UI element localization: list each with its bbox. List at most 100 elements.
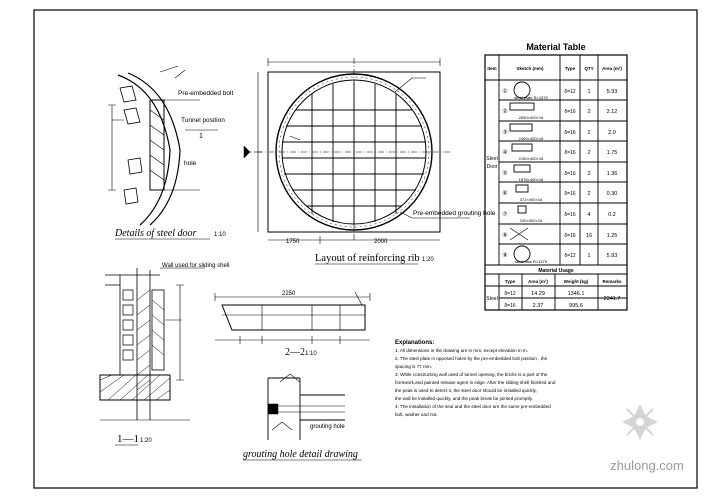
dim-1750: 1750 <box>286 239 300 245</box>
explanation-line: formwork,and painted release agent in ed… <box>395 380 556 385</box>
material-row-type: δ=16 <box>564 150 575 156</box>
material-row-sketch: 372×400×16 <box>520 197 543 202</box>
explanation-line: 4. The installation of the seal and the … <box>395 404 551 409</box>
explanation-line: 3. While constructing wall used of tunne… <box>395 372 548 377</box>
wall-used-label: Wall used for sliding shell <box>162 263 229 269</box>
material-row-sketch: 2400×400×16 <box>519 136 544 141</box>
material-table-title: Material Table <box>526 42 585 52</box>
material-row-area: 1.36 <box>607 171 618 177</box>
material-row-type: δ=12 <box>564 89 575 95</box>
material-row-type: δ=16 <box>564 212 575 218</box>
section-1-1-title: 1—1 <box>117 433 139 445</box>
zhulong-logo <box>622 404 658 440</box>
material-usage-group: Steel <box>486 296 497 302</box>
material-row-no: ② <box>502 108 507 115</box>
material-row-area: 2.12 <box>607 109 618 115</box>
explanation-line: spacing is 77 mm. <box>395 364 432 369</box>
steel-door-detail <box>108 65 218 226</box>
material-row-no: ⑧ <box>502 232 507 239</box>
material-row-sketch: steel plate R=1375 <box>514 95 548 100</box>
steel-door-scale: 1:10 <box>214 232 226 238</box>
material-row-area: 0.30 <box>607 191 618 197</box>
explanation-line: bolt, washer and nut. <box>395 412 438 417</box>
explanation-line: 1. All dimensions in the drawing are in … <box>395 348 528 353</box>
material-row-area: 0.2 <box>608 212 616 218</box>
explanation-line: the peak is used to detect it, the steel… <box>395 388 537 393</box>
hole-label: hole <box>184 160 197 167</box>
material-row-sketch: 1676×400×16 <box>519 177 544 182</box>
material-usage-title: Material Usage <box>538 268 574 274</box>
explanations-block: Explanations: 1. All dimensions in the dr… <box>395 340 556 417</box>
material-usage-type: δ=12 <box>504 291 515 297</box>
grouting-hole-drawing <box>267 373 345 440</box>
material-row-no: ⑨ <box>502 252 507 259</box>
material-row-no: ⑥ <box>502 190 507 197</box>
material-row-type: δ=16 <box>564 171 575 177</box>
material-row-area: 5.93 <box>607 89 618 95</box>
section-2-2-scale: 1:10 <box>305 351 317 357</box>
material-group-label: Steel <box>486 156 497 162</box>
watermark-text: zhulong.com <box>610 458 684 473</box>
dim-2250: 2250 <box>282 291 296 297</box>
section-2-2-drawing <box>214 291 371 344</box>
material-usage-header: Remarks <box>602 279 622 284</box>
sheet-border <box>33 9 698 489</box>
material-usage-weight: 1346.1 <box>568 291 585 297</box>
material-row-sketch: 100×400×16 <box>520 218 543 223</box>
material-row-qty: 2 <box>587 191 590 197</box>
material-usage-type: δ=16 <box>504 303 515 309</box>
material-row-no: ④ <box>502 149 507 156</box>
material-usage-header: Area (m²) <box>528 279 548 284</box>
material-row-no: ① <box>502 88 507 95</box>
material-row-sketch: 2650×400×16 <box>519 115 544 120</box>
explanation-line: the wall be installed quickly, and the p… <box>395 396 533 401</box>
material-row-qty: 4 <box>587 212 590 218</box>
material-usage-header: Weight (kg) <box>564 279 589 284</box>
material-usage-area: 14.29 <box>531 291 545 297</box>
material-row-area: 1.75 <box>607 150 618 156</box>
material-row-type: δ=16 <box>564 191 575 197</box>
steel-door-title: Details of steel door <box>114 228 196 239</box>
material-row-qty: 2 <box>587 109 590 115</box>
reinforcing-title: Layout of reinforcing rib <box>315 253 420 264</box>
reinforcing-scale: 1:20 <box>422 257 434 263</box>
pre-embedded-grouting-hole-label: Pre-embedded grouting hole <box>413 210 496 217</box>
material-row-qty: 2 <box>587 171 590 177</box>
material-group-label: Door <box>487 164 498 170</box>
material-row-qty: 1 <box>587 89 590 95</box>
material-row-type: δ=12 <box>564 253 575 259</box>
material-row-qty: 1 <box>587 253 590 259</box>
material-usage-remarks: 2341.7 <box>604 296 621 302</box>
material-usage-area: 2.37 <box>533 303 544 309</box>
material-table-header: Type <box>565 66 576 71</box>
material-table-header: Sketch (mm) <box>516 66 544 71</box>
reinforcing-rib-layout <box>243 58 470 244</box>
material-table-header: Item <box>487 66 496 71</box>
material-table <box>484 54 628 311</box>
material-row-type: δ=16 <box>564 233 575 239</box>
material-usage-weight: 995.6 <box>569 303 583 309</box>
material-row-area: 2.0 <box>608 130 616 136</box>
material-table-text: Item Sketch (mm) Type QTY Area (m²) ① steel pl… <box>486 66 622 309</box>
section-2-2-title: 2—2 <box>285 347 305 358</box>
material-row-qty: 16 <box>586 233 592 239</box>
grouting-hole-label: grouting hole <box>310 424 345 430</box>
section-1-1-scale: 1:20 <box>140 438 152 444</box>
explanations-heading: Explanations: <box>395 340 434 346</box>
material-row-qty: 2 <box>587 150 590 156</box>
material-table-header: Area (m²) <box>602 66 622 71</box>
material-row-no: ⑦ <box>502 211 507 218</box>
material-row-type: δ=16 <box>564 130 575 136</box>
tunnel-position-label: Tunnel position <box>181 117 225 124</box>
section-mark-1-top: 1 <box>199 133 203 140</box>
grouting-title: grouting hole detail drawing <box>243 449 358 460</box>
explanation-line: 2. The steel plate in opposed holes by t… <box>395 356 548 361</box>
material-row-qty: 2 <box>587 130 590 136</box>
material-row-sketch: steel disk R=1375 <box>515 259 548 264</box>
section-1-1-drawing <box>99 267 205 421</box>
material-row-no: ⑤ <box>502 170 507 177</box>
material-table-header: QTY <box>584 66 593 71</box>
material-row-sketch: 2150×400×16 <box>519 156 544 161</box>
dim-2000: 2000 <box>374 239 388 245</box>
material-row-area: 1.25 <box>607 233 618 239</box>
